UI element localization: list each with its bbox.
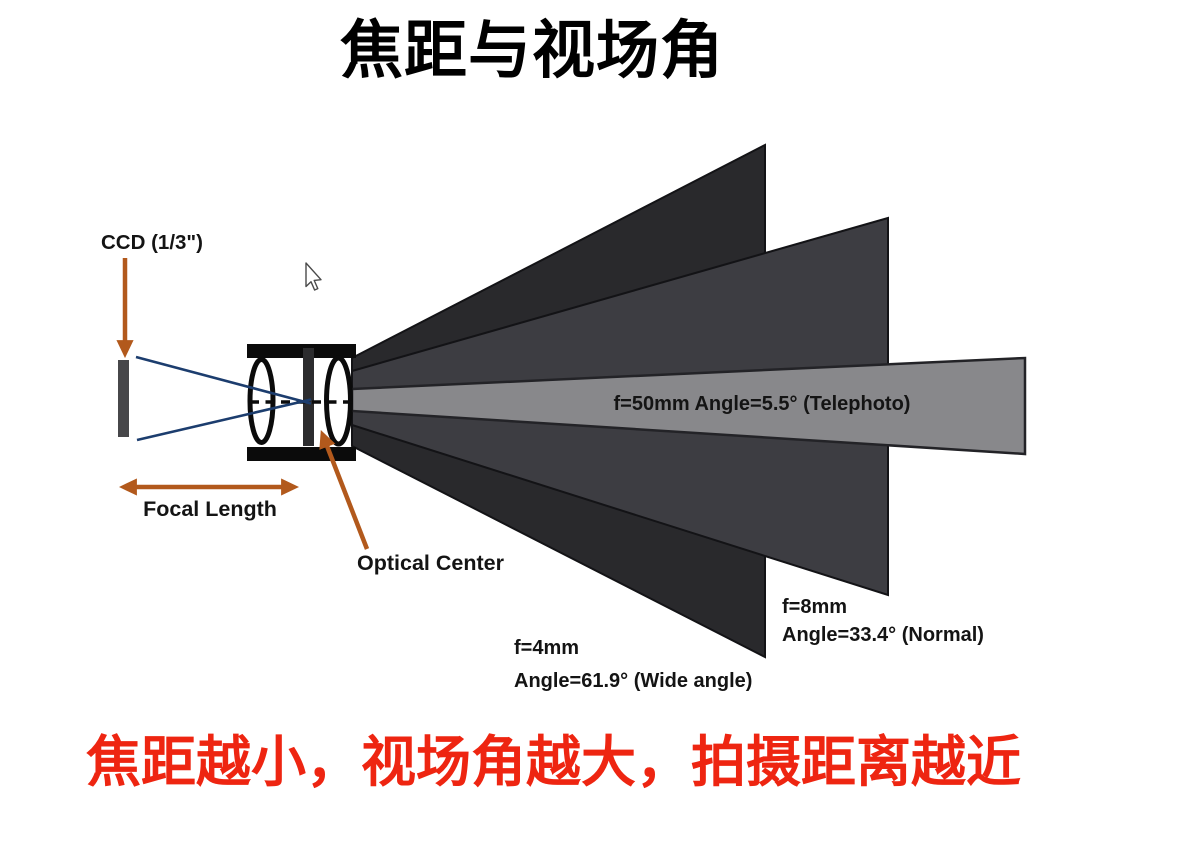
- ccd-sensor-bar: [118, 360, 129, 437]
- mouse-cursor-icon: [305, 262, 322, 291]
- normal-wedge-f-label: f=8mm: [782, 596, 847, 618]
- light-ray-top: [135, 355, 312, 405]
- lens-aperture-bar: [303, 348, 314, 446]
- optical-center-label: Optical Center: [357, 551, 505, 575]
- lens-barrel-top-bar: [247, 344, 356, 358]
- telephoto-wedge-label: f=50mm Angle=5.5° (Telephoto): [614, 393, 911, 415]
- optical-center-pointer-arrow: [319, 430, 370, 550]
- normal-wedge-angle-label: Angle=33.4° (Normal): [782, 624, 984, 646]
- page-title: 焦距与视场角: [340, 16, 724, 86]
- ccd-label: CCD (1/3"): [101, 231, 203, 254]
- light-ray-bottom: [136, 398, 312, 442]
- focal-length-label: Focal Length: [143, 497, 277, 521]
- wide-wedge-angle-label: Angle=61.9° (Wide angle): [514, 670, 752, 692]
- lens-barrel-bottom-bar: [247, 447, 356, 461]
- wide-wedge-f-label: f=4mm: [514, 637, 579, 659]
- caption-text: 焦距越小，视场角越大，拍摄距离越近: [86, 731, 1022, 793]
